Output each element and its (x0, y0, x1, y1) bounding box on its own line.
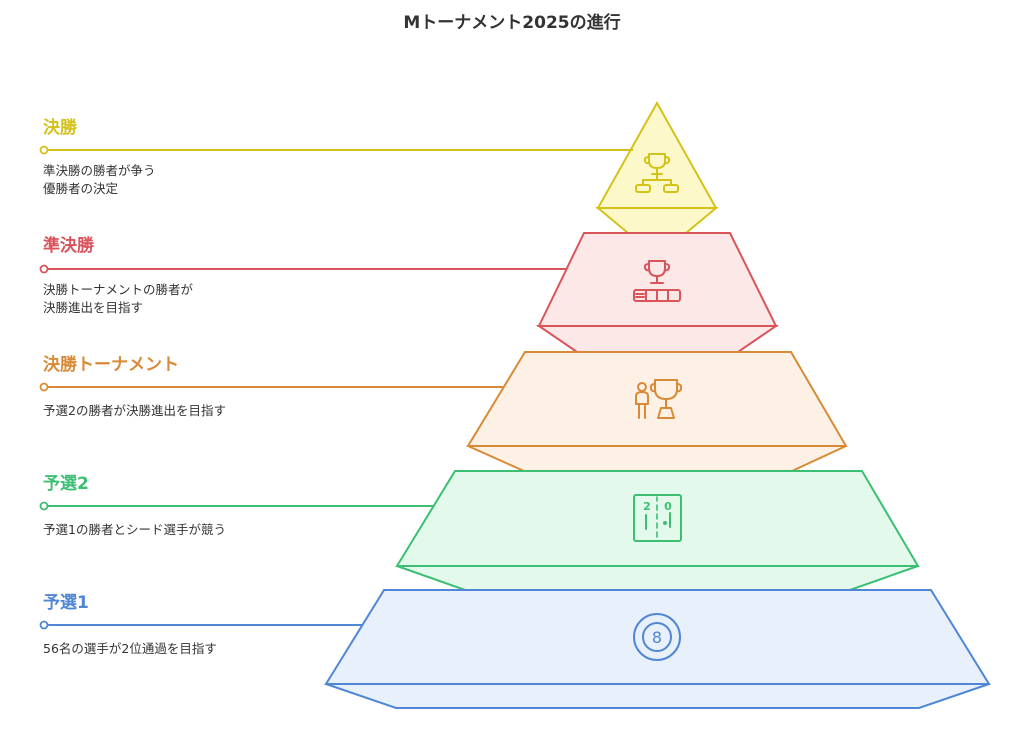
tier-semifinal-bullet (39, 264, 49, 274)
scoreboard-right-score: 0 (664, 500, 672, 513)
tier-final: 決勝 準決勝の勝者が争う 優勝者の決定 (39, 100, 719, 234)
page-title: Mトーナメント2025の進行 (403, 13, 621, 33)
tier-qualifier-1-title: 予選1 (43, 593, 89, 613)
tier-knockout-bullet (39, 382, 49, 392)
scoreboard-left-score: 2 (643, 500, 651, 513)
tier-qualifier-2-desc-line1: 予選1の勝者とシード選手が競う (43, 522, 226, 537)
tier-knockout-desc-line1: 予選2の勝者が決勝進出を目指す (43, 403, 226, 418)
tier-knockout-underside (467, 445, 847, 472)
tier-qualifier-2: 予選2 予選1の勝者とシード選手が競う 2 0 (39, 470, 920, 591)
tier-qualifier-2-title: 予選2 (43, 474, 89, 494)
eight-ball-icon (633, 613, 681, 661)
tier-final-shape (596, 100, 718, 209)
tier-knockout: 決勝トーナメント 予選2の勝者が決勝進出を目指す (39, 351, 848, 472)
tier-semifinal-title: 準決勝 (43, 235, 95, 256)
tier-qualifier-2-bullet (39, 501, 49, 511)
tier-semifinal: 準決勝 決勝トーナメントの勝者が 決勝進出を目指す (39, 232, 780, 353)
scoreboard-icon (633, 494, 682, 542)
tier-semifinal-desc-line2: 決勝進出を目指す (43, 300, 143, 315)
tier-final-bullet (39, 145, 49, 155)
person-trophy-icon (635, 379, 683, 419)
tier-semifinal-underside (535, 325, 780, 353)
tier-final-desc-line2: 優勝者の決定 (43, 181, 118, 196)
tier-final-desc-line1: 準決勝の勝者が争う (43, 163, 156, 178)
trophy-books-icon (633, 260, 681, 302)
tier-final-title: 決勝 (43, 117, 78, 138)
tier-qualifier-1-desc-line1: 56名の選手が2位通過を目指す (43, 641, 217, 656)
tier-qualifier-1-bullet (39, 620, 49, 630)
tier-knockout-shape (466, 351, 848, 447)
tier-knockout-title: 決勝トーナメント (43, 354, 179, 375)
tier-qualifier-1: 予選1 56名の選手が2位通過を目指す 8 (39, 589, 991, 709)
tier-final-underside (595, 207, 719, 234)
trophy-bracket-icon (635, 153, 679, 193)
tier-semifinal-desc-line1: 決勝トーナメントの勝者が (43, 282, 194, 297)
tier-qualifier-2-underside (396, 565, 919, 591)
tier-qualifier-1-underside (325, 683, 990, 709)
eight-ball-number: 8 (652, 628, 662, 647)
